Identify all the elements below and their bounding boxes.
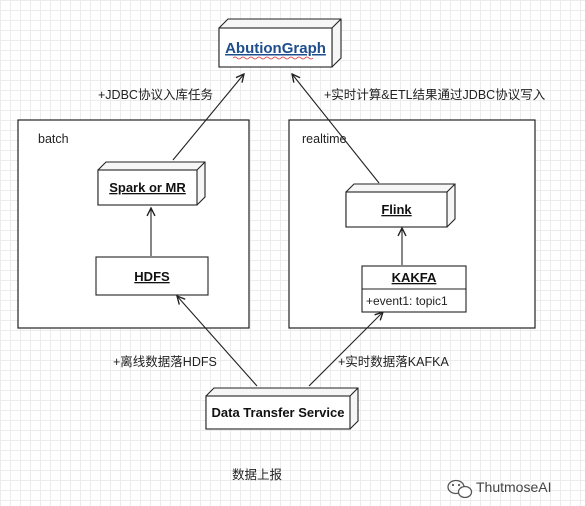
abutiongraph-node: AbutionGraph (218, 18, 342, 68)
abutiongraph-label: AbutionGraph (225, 40, 326, 57)
wechat-icon (447, 479, 473, 499)
batch-group-label: batch (38, 132, 69, 146)
data-transfer-service-node: Data Transfer Service (205, 387, 359, 430)
hdfs-node: HDFS (95, 256, 209, 296)
flink-label: Flink (381, 202, 412, 217)
kafka-label: KAKFA (392, 270, 437, 285)
edge-label-realtime-kafka: +实时数据落KAFKA (338, 354, 449, 369)
spark-or-mr-label: Spark or MR (109, 180, 186, 195)
edge-label-realtime-etl: +实时计算&ETL结果通过JDBC协议写入 (324, 87, 546, 102)
spark-or-mr-node: Spark or MR (97, 161, 206, 206)
edge-source-to-hdfs (177, 296, 258, 387)
edge-flink-to-graph (292, 74, 380, 184)
kafka-attribute: +event1: topic1 (366, 294, 448, 308)
edge-label-offline-hdfs: +离线数据落HDFS (113, 354, 217, 369)
diagram-caption: 数据上报 (232, 467, 283, 482)
watermark: ThutmoseAI (447, 479, 551, 499)
hdfs-label: HDFS (134, 269, 170, 284)
batch-group: batch (17, 119, 250, 329)
watermark-text: ThutmoseAI (476, 479, 551, 495)
data-transfer-service-label: Data Transfer Service (212, 405, 345, 420)
edge-label-jdbc-ingest: +JDBC协议入库任务 (98, 87, 213, 102)
edge-spark-to-graph (172, 74, 244, 161)
edge-source-to-kafka (308, 312, 383, 387)
flink-node: Flink (345, 183, 456, 228)
kafka-node: KAKFA +event1: topic1 (361, 265, 467, 313)
connectors (151, 74, 402, 387)
spellcheck-underline (232, 56, 314, 60)
realtime-group-label: realtime (302, 132, 347, 146)
